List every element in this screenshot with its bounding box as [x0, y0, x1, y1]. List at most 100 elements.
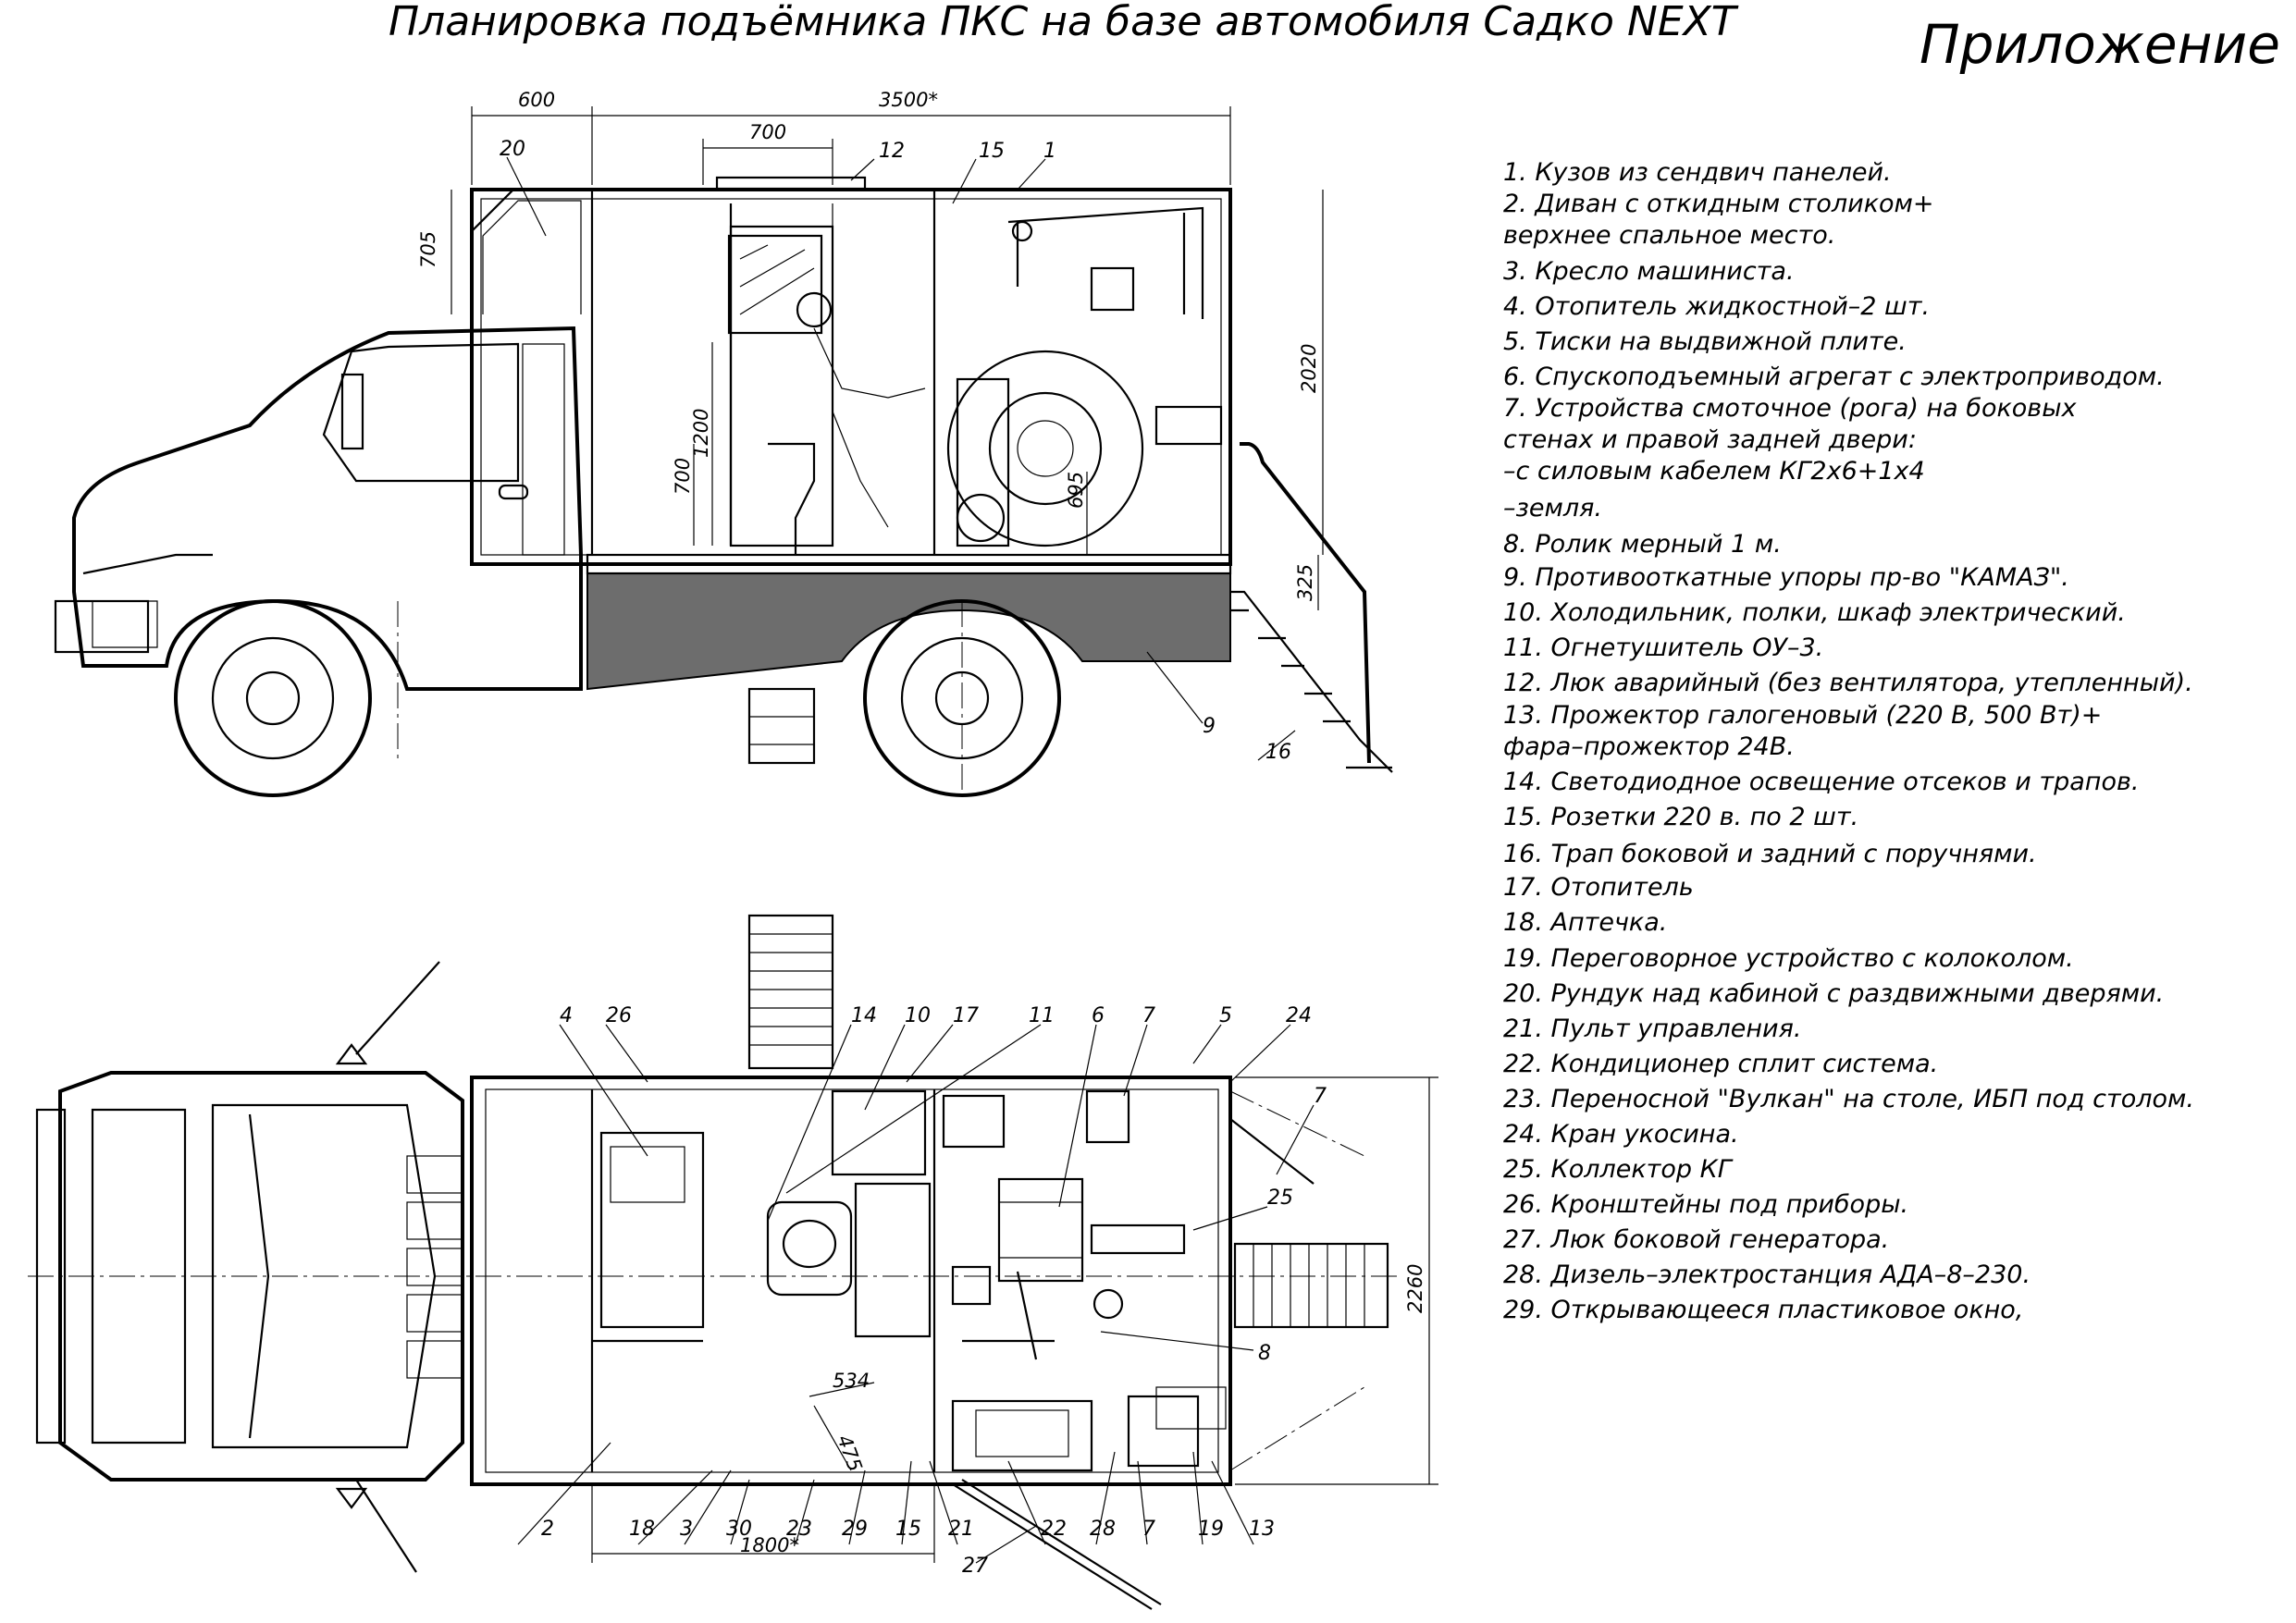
plan-callout-2: 2: [541, 1518, 554, 1541]
crane-jib-side: [1007, 206, 1204, 319]
side-callout-1: 1: [1043, 140, 1056, 163]
legend-list: 1. Кузов из сендвич панелей. 2. Диван с …: [1503, 158, 2194, 1324]
spare-wheel-top: [747, 914, 834, 1070]
front-wheel-side: [174, 599, 372, 797]
plan-callout-26: 26: [606, 1004, 632, 1027]
plan-callout-24: 24: [1286, 1004, 1312, 1027]
plan-callout-10: 10: [905, 1004, 931, 1027]
plan-view: 1800* 2260 5 3 4 475: [28, 914, 1438, 1610]
dim-2260: 2260: [1404, 1264, 1426, 1313]
side-callout-15: 15: [979, 140, 1005, 163]
plan-callout-27: 27: [962, 1555, 988, 1578]
plan-callout-23: 23: [786, 1518, 812, 1541]
plan-callout-7-rear: 7: [1314, 1085, 1327, 1108]
legend-line: 10. Холодильник, полки, шкаф электрическ…: [1503, 598, 2126, 627]
appendix-label: Приложение 2: [1920, 13, 2296, 76]
plan-callout-21: 21: [948, 1518, 974, 1541]
legend-line: 13. Прожектор галогеновый (220 В, 500 Вт…: [1503, 701, 2102, 730]
plan-callout-30: 30: [726, 1518, 752, 1541]
legend-line: 23. Переносной "Вулкан" на столе, ИБП по…: [1503, 1085, 2194, 1113]
body-side-outline: [470, 176, 1232, 566]
plan-callout-14: 14: [851, 1004, 877, 1027]
legend-line: –земля.: [1503, 494, 1602, 523]
plan-callout-18: 18: [629, 1518, 655, 1541]
legend-line: 25. Коллектор КГ: [1503, 1155, 1734, 1184]
legend-line: 21. Пульт управления.: [1503, 1014, 1801, 1043]
plan-callout-3: 3: [680, 1518, 693, 1541]
side-dimension-lines: [397, 106, 1324, 795]
body-plan-outline: [470, 1076, 1232, 1486]
legend-line: 11. Огнетушитель ОУ–3.: [1503, 633, 1823, 662]
legend-line: –с силовым кабелем КГ2х6+1х4: [1503, 457, 1925, 486]
plan-callout-11: 11: [1029, 1004, 1055, 1027]
legend-line: 18. Аптечка.: [1503, 908, 1667, 937]
legend-line: 1. Кузов из сендвич панелей.: [1503, 158, 1892, 187]
rear-doors-plan: [952, 1090, 1365, 1610]
plan-callout-7-top: 7: [1142, 1004, 1155, 1027]
winch-unit-plan: [951, 1177, 1186, 1360]
dim-700-top: 700: [749, 121, 786, 143]
legend-line: 5. Тиски на выдвижной плите.: [1503, 327, 1907, 356]
dim-475: 475: [833, 1432, 866, 1475]
legend-line: 7. Устройства смоточное (рога) на боковы…: [1503, 394, 2078, 423]
dim-695: 695: [1065, 472, 1087, 509]
spare-wheel-rear-tread: [1253, 1244, 1365, 1327]
dim-600: 600: [518, 89, 555, 111]
legend-line: верхнее спальное место.: [1503, 221, 1835, 250]
legend-line: 6. Спускоподъемный агрегат с электроприв…: [1503, 363, 2165, 391]
plan-callout-5: 5: [1219, 1004, 1232, 1027]
legend-line: 4. Отопитель жидкостной–2 шт.: [1503, 292, 1930, 321]
generator-plan: [951, 1386, 1227, 1472]
plan-callout-4: 4: [560, 1004, 573, 1027]
side-callout-leaders: [506, 156, 1296, 761]
dim-705: 705: [417, 231, 439, 268]
legend-line: 26. Кронштейны под приборы.: [1503, 1190, 1908, 1219]
legend-line: 28. Дизель–электростанция АДА–8–230.: [1503, 1260, 2031, 1289]
side-callout-16: 16: [1265, 741, 1291, 764]
legend-line: 22. Кондиционер сплит система.: [1503, 1050, 1938, 1078]
plan-callout-6: 6: [1092, 1004, 1105, 1027]
legend-line: 9. Противооткатные упоры пр-во "КАМАЗ".: [1503, 563, 2069, 592]
operator-seat-plan: [766, 1182, 932, 1338]
plan-callout-15: 15: [895, 1518, 921, 1541]
legend-line: 17. Отопитель: [1503, 873, 1694, 902]
plan-callout-leaders: [517, 1024, 1315, 1564]
plan-callout-13: 13: [1249, 1518, 1275, 1541]
legend-line: 2. Диван с откидным столиком+: [1503, 190, 1934, 218]
side-callout-9: 9: [1203, 715, 1216, 738]
legend-line: стенах и правой задней двери:: [1503, 425, 1917, 454]
plan-callout-7-bottom: 7: [1142, 1518, 1155, 1541]
operator-seat-side: [768, 291, 926, 555]
legend-line: 15. Розетки 220 в. по 2 шт.: [1503, 803, 1858, 831]
plan-callout-28: 28: [1090, 1518, 1116, 1541]
rear-ladder-handrail: [1230, 442, 1393, 773]
spare-wheel-top-tread: [749, 933, 833, 1046]
drawing-title: Планировка подъёмника ПКС на базе автомо…: [389, 0, 1739, 45]
legend-line: 14. Светодиодное освещение отсеков и тра…: [1503, 768, 2139, 796]
cable-reel-side: [946, 350, 1223, 547]
dim-325: 325: [1294, 564, 1316, 601]
dim-1200: 1200: [690, 409, 712, 458]
legend-line: 12. Люк аварийный (без вентилятора, утеп…: [1503, 669, 2193, 697]
legend-line: 19. Переговорное устройство с колоколом.: [1503, 944, 2074, 973]
side-view: 600 3500* 700 705 2020 1200 700 695 325 …: [54, 89, 1393, 797]
truck-cab-side: [54, 326, 583, 691]
plan-callout-25: 25: [1267, 1187, 1293, 1210]
legend-line: 16. Трап боковой и задний с поручнями.: [1503, 840, 2037, 868]
legend-line: фара–прожектор 24В.: [1503, 732, 1795, 761]
dim-1800: 1800*: [740, 1534, 799, 1556]
plan-callout-17: 17: [953, 1004, 979, 1027]
side-callout-20: 20: [500, 138, 525, 161]
legend-line: 24. Кран укосина.: [1503, 1120, 1739, 1149]
legend-line: 27. Люк боковой генератора.: [1503, 1225, 1889, 1254]
side-step-ladder: [747, 687, 816, 765]
plan-callout-19: 19: [1198, 1518, 1224, 1541]
dim-2020: 2020: [1298, 344, 1320, 393]
plan-dimension-lines: [591, 1076, 1438, 1563]
plan-callout-22: 22: [1041, 1518, 1067, 1541]
legend-line: 8. Ролик мерный 1 м.: [1503, 530, 1782, 559]
legend-line: 20. Рундук над кабиной с раздвижными две…: [1503, 979, 2164, 1008]
dim-3500: 3500*: [879, 89, 938, 111]
plan-callout-29: 29: [842, 1518, 868, 1541]
